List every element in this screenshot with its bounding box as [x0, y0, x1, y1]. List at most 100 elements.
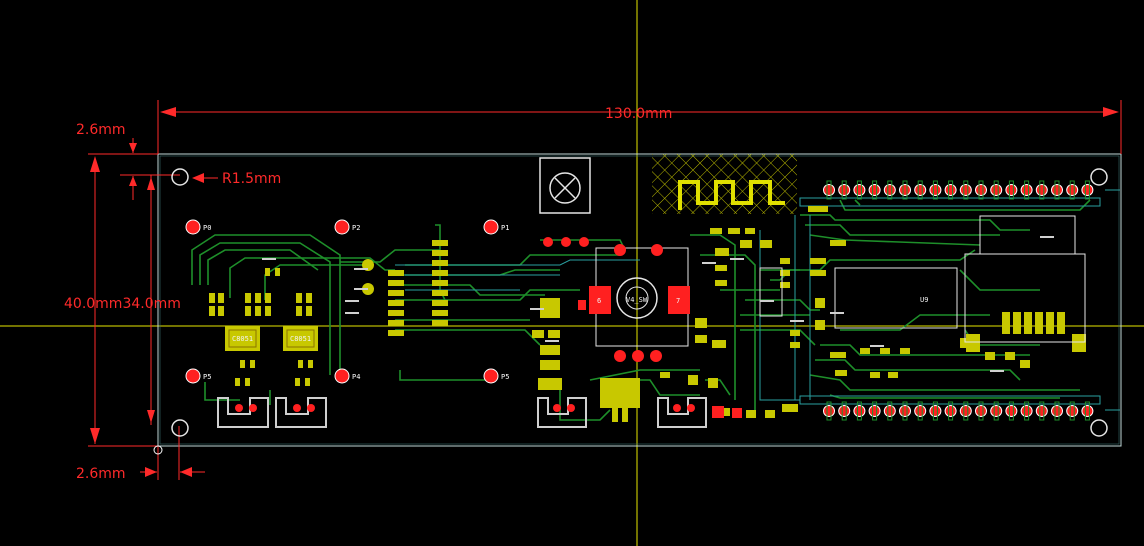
header-pin [868, 184, 881, 196]
header-pin-trace [932, 401, 938, 421]
header-pin-trace [1008, 180, 1014, 200]
header-pin [1035, 184, 1048, 196]
header-pin [853, 405, 866, 417]
svg-text:P2: P2 [352, 224, 360, 232]
silkscreen-mark [760, 300, 774, 302]
ic-connector-box [964, 215, 1086, 343]
header-pin [914, 405, 927, 417]
header-pin [1081, 184, 1094, 196]
header-pin [1081, 405, 1094, 417]
dimension-width-label: 130.0mm [605, 106, 672, 122]
header-pin [914, 184, 927, 196]
header-pin [1035, 405, 1048, 417]
silkscreen-mark [545, 340, 559, 342]
header-pin-trace [978, 180, 984, 200]
header-pin [1005, 405, 1018, 417]
header-pin-trace [978, 401, 984, 421]
dimension-height: 40.0mm34.0mm [64, 153, 181, 447]
board-outline [157, 153, 1122, 447]
header-pin-trace [872, 401, 878, 421]
svg-text:P5: P5 [203, 373, 211, 381]
header-pin-trace [1039, 180, 1045, 200]
header-pin [1066, 184, 1079, 196]
header-pin [990, 405, 1003, 417]
silkscreen-yellow [209, 206, 1086, 422]
header-pin-trace [1024, 180, 1030, 200]
silkscreen-mark [354, 268, 368, 270]
header-pin-trace [1024, 401, 1030, 421]
header-pin [823, 184, 835, 196]
header-pin-trace [948, 401, 954, 421]
silkscreen-mark [870, 345, 884, 347]
header-pin [853, 184, 866, 196]
bottom-connectors [217, 397, 707, 428]
silkscreen-mark [530, 308, 544, 310]
header-pin-trace [917, 401, 923, 421]
header-pin [838, 405, 851, 417]
header-pin [944, 184, 957, 196]
header-pin-trace [826, 180, 832, 200]
silkscreen-mark [354, 288, 368, 290]
header-pin [868, 405, 881, 417]
ic-u2: C8051 [283, 326, 318, 351]
header-pin-trace [1069, 401, 1075, 421]
svg-text:U9: U9 [920, 296, 928, 304]
top-offset-label: 2.6mm [76, 122, 126, 138]
header-pin-trace [887, 180, 893, 200]
header-pin-trace [841, 401, 847, 421]
bottom-offset-label: 2.6mm [76, 466, 126, 482]
header-pin-trace [993, 180, 999, 200]
header-pin [1020, 184, 1033, 196]
silkscreen-labels [262, 236, 1054, 372]
header-pin [1051, 405, 1063, 417]
pin-header-bottom [823, 401, 1094, 421]
silkscreen-mark [990, 370, 1004, 372]
header-pin-trace [887, 401, 893, 421]
dimension-top-offset: 2.6mm [76, 122, 180, 200]
header-pin [823, 405, 835, 417]
header-pin-trace [917, 180, 923, 200]
header-pin [959, 184, 972, 196]
hole-radius-label: R1.5mm [222, 171, 281, 187]
switch-area: V4_SW 6 7 [589, 247, 690, 347]
header-pin-trace [902, 401, 908, 421]
mounting-holes [171, 168, 1108, 437]
traces-green [191, 199, 1091, 421]
header-pin [944, 405, 957, 417]
silkscreen-mark [1040, 236, 1054, 238]
header-pin-trace [963, 401, 969, 421]
header-pin-trace [963, 180, 969, 200]
header-pin [975, 405, 987, 417]
pad-labels: P0 P2 P1 P5 P4 P5 [203, 224, 509, 381]
ic-mcu: U9 [759, 267, 958, 329]
header-pin [883, 184, 896, 196]
header-pin-trace [902, 180, 908, 200]
dimension-hole-radius: R1.5mm [192, 171, 281, 187]
header-pin [1066, 405, 1079, 417]
header-pin-trace [841, 180, 847, 200]
header-pin [929, 184, 942, 196]
silkscreen-mark [345, 312, 359, 314]
pin-header-top [823, 180, 1094, 200]
svg-text:P5: P5 [501, 373, 509, 381]
header-pin [929, 405, 942, 417]
header-pin [1051, 184, 1063, 196]
header-pin-trace [993, 401, 999, 421]
header-pin-trace [872, 180, 878, 200]
header-pin-trace [826, 401, 832, 421]
header-pin [1005, 184, 1018, 196]
header-pin-trace [948, 180, 954, 200]
header-pin [883, 405, 896, 417]
silkscreen-mark [702, 262, 716, 264]
dimension-height-label: 40.0mm34.0mm [64, 296, 181, 312]
header-pin-trace [856, 401, 862, 421]
svg-text:V4_SW: V4_SW [626, 296, 648, 304]
silkscreen-mark [262, 258, 276, 260]
svg-text:P0: P0 [203, 224, 211, 232]
header-pin [899, 184, 911, 196]
header-pin [959, 405, 972, 417]
header-pin-trace [1084, 180, 1090, 200]
svg-text:P1: P1 [501, 224, 509, 232]
